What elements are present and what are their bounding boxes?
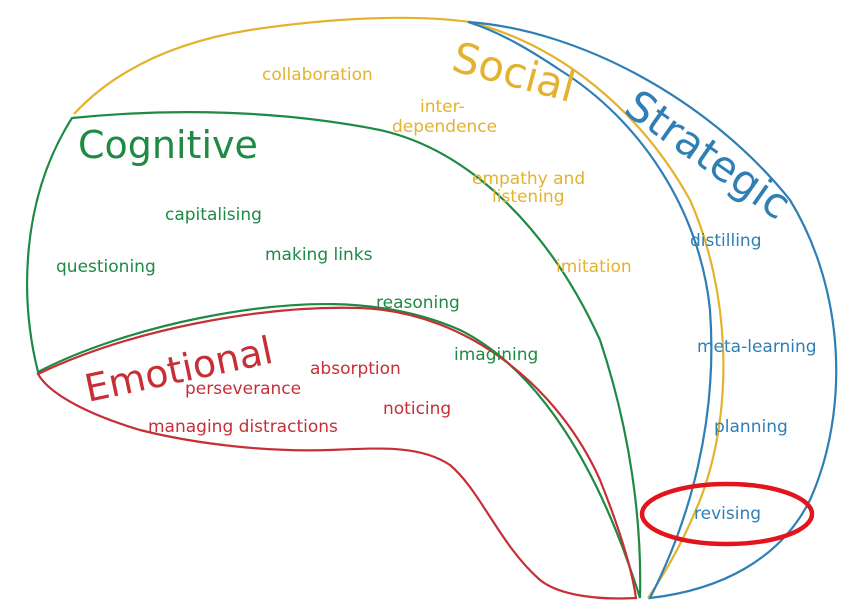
social-region-outline — [73, 16, 725, 599]
social-title: Social — [447, 32, 580, 112]
absorption-label: absorption — [310, 359, 401, 379]
revising-highlight-ellipse — [639, 481, 815, 547]
distilling-label: distilling — [690, 231, 762, 251]
reasoning-label: reasoning — [376, 293, 460, 313]
strategic-region-outline — [467, 20, 838, 600]
perseverance-label: perseverance — [185, 379, 301, 399]
cognitive-region-outline — [26, 111, 642, 599]
meta-learning-label: meta-learning — [697, 337, 817, 357]
interdependence-label-line1: inter- — [420, 97, 465, 117]
imagining-label: imagining — [454, 345, 538, 365]
interdependence-label-line2: dependence — [392, 117, 497, 137]
empathy-label-line1: empathy and — [472, 169, 585, 189]
questioning-label: questioning — [56, 257, 156, 277]
managing-distractions-label: managing distractions — [148, 417, 338, 437]
collaboration-label: collaboration — [262, 65, 373, 85]
capitalising-label: capitalising — [165, 205, 262, 225]
planning-label: planning — [714, 417, 788, 437]
making-links-label: making links — [265, 245, 373, 265]
noticing-label: noticing — [383, 399, 451, 419]
imitation-label: imitation — [556, 257, 632, 277]
empathy-label-line2: listening — [492, 187, 565, 207]
strategic-title: Strategic — [616, 80, 800, 229]
cognitive-title: Cognitive — [78, 123, 258, 167]
revising-label: revising — [694, 504, 761, 524]
emotional-region-outline — [36, 306, 638, 600]
